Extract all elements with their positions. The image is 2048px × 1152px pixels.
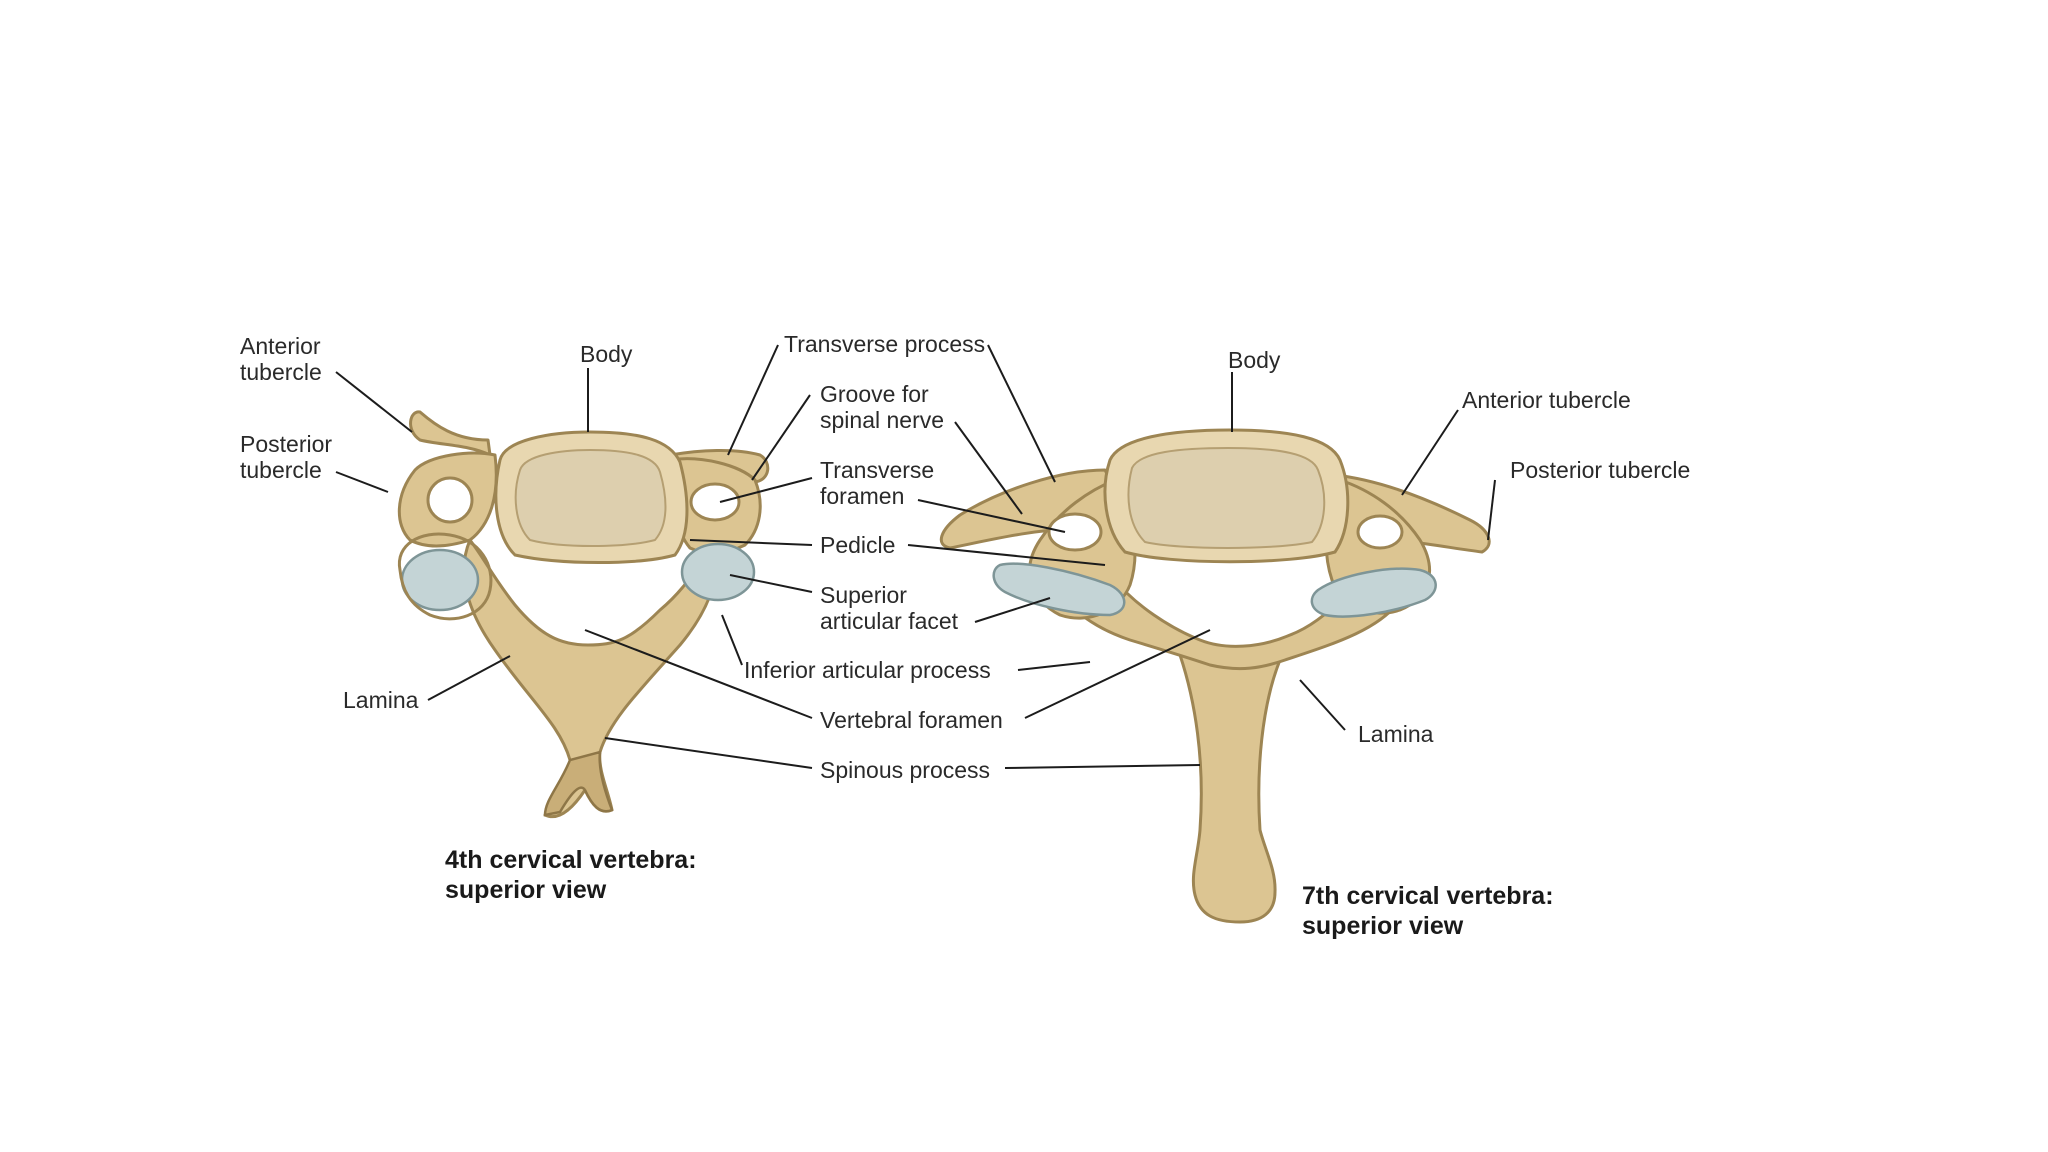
leader-groove-c7 [954,421,1023,515]
label-superior-facet-line1: Superior [820,582,907,608]
c7-spinous-process [1178,653,1282,924]
c4-neural-arch [462,538,719,819]
leader-superior-facet-c4 [729,574,813,593]
label-vertebral-foramen: Vertebral foramen [820,707,1003,733]
leader-c7-anterior-tubercle [1401,409,1459,496]
leader-vertebral-foramen-c4 [584,629,813,719]
label-c4-anterior-tubercle-line1: Anterior [240,333,321,359]
label-c7-posterior-tubercle: Posterior tubercle [1510,457,1690,483]
leader-transverse-process-c4 [727,344,779,456]
label-groove-line1: Groove for [820,381,929,407]
c4-right-transverse-foramen [689,482,741,522]
leader-groove-c4 [751,394,811,481]
label-superior-facet-line2: articular facet [820,608,959,634]
label-transverse-foramen-line2: foramen [820,483,904,509]
caption-c4-line1: 4th cervical vertebra: [445,846,697,874]
label-c7-anterior-tubercle: Anterior tubercle [1462,387,1631,413]
leader-transverse-foramen-c7 [917,499,1066,533]
c4-body-cancellous-bone [514,448,667,547]
c7-left-superior-facet [992,562,1126,617]
leader-spinous-process-c4 [604,737,813,769]
c4-spinous-bifid [543,750,614,817]
labels: Anterior tubercle Posterior tubercle Bod… [240,331,1690,940]
c4-vertebra-illustration [397,410,770,819]
caption-c7-line1: 7th cervical vertebra: [1302,882,1554,910]
label-c7-body: Body [1228,347,1281,373]
c7-right-superior-facet [1310,567,1437,618]
leader-c4-posterior-tubercle [335,471,389,493]
label-transverse-foramen-line1: Transverse [820,457,934,483]
leader-inferior-process-c7 [1017,661,1091,671]
c4-right-superior-facet [680,542,756,602]
c7-body-cancellous-bone [1127,446,1326,549]
label-c4-lamina: Lamina [343,687,419,713]
c7-vertebra-illustration [939,428,1491,924]
label-c4-body: Body [580,341,633,367]
c7-left-transverse-foramen [1047,512,1103,552]
leader-c4-anterior-tubercle [335,371,413,433]
leader-pedicle-c7 [907,544,1106,566]
caption-c4-line2: superior view [445,876,607,904]
label-c4-posterior-tubercle-line2: tubercle [240,457,322,483]
leader-superior-facet-c7 [974,597,1051,623]
label-transverse-process: Transverse process [784,331,985,357]
c7-right-transverse-foramen [1356,514,1404,550]
leader-pedicle-c4 [689,539,813,546]
label-groove-line2: spinal nerve [820,407,944,433]
leader-c7-lamina [1299,679,1346,731]
label-pedicle: Pedicle [820,532,895,558]
label-c7-lamina: Lamina [1358,721,1434,747]
leader-transverse-process-c7 [987,344,1056,483]
leader-inferior-process-c4 [721,614,743,666]
c4-left-transverse-process [409,410,492,457]
c4-left-transverse-foramen [426,476,474,524]
leader-transverse-foramen-c4 [719,477,813,503]
caption-c7-line2: superior view [1302,912,1464,940]
label-spinous-process: Spinous process [820,757,990,783]
leader-c4-lamina [427,655,511,701]
leader-c7-posterior-tubercle [1487,479,1496,541]
leader-lines [335,344,1496,769]
leader-vertebral-foramen-c7 [1024,629,1211,719]
leader-spinous-process-c7 [1004,764,1201,769]
c4-left-articular-pillar [397,532,493,621]
label-c4-anterior-tubercle-line2: tubercle [240,359,322,385]
label-c4-posterior-tubercle-line1: Posterior [240,431,332,457]
label-inferior-articular-process: Inferior articular process [744,657,991,683]
